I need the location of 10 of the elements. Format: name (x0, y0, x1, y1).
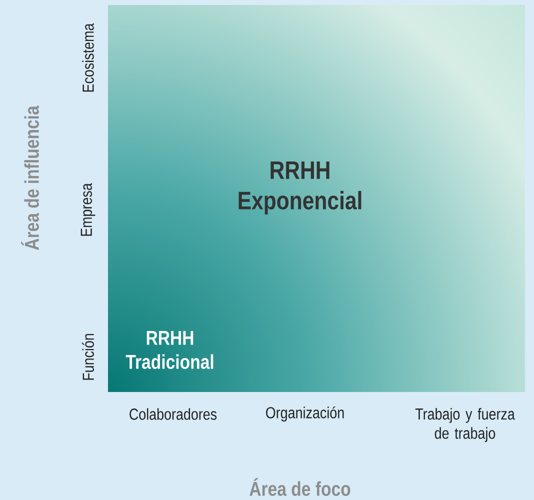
axis-tick-label: Trabajo y fuerza de trabajo (415, 408, 515, 442)
axis-tick-label: Organización (266, 406, 344, 422)
axis-tick-label: Ecosistema (82, 23, 94, 92)
axis-tick-label: Empresa (80, 183, 96, 236)
axis-tick-label: Colaboradores (130, 408, 217, 420)
quadrant-label: RRHH Exponencial (238, 161, 362, 215)
quadrant-label: RRHH Tradicional (126, 331, 214, 369)
axis-title: Área de influencia (21, 106, 39, 250)
axis-title: Área de foco (250, 478, 350, 496)
axis-tick-label: Función (82, 334, 94, 380)
